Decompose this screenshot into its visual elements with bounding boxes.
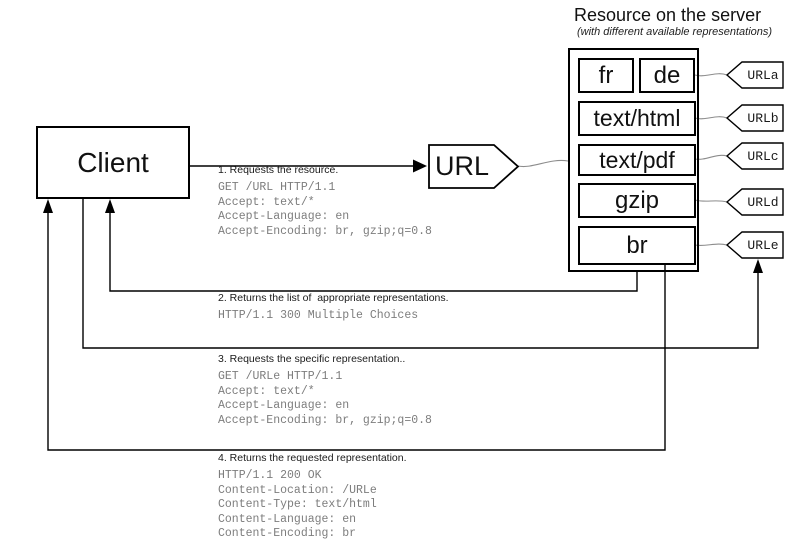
http-request-lines: GET /URLe HTTP/1.1 Accept: text/* Accept… xyxy=(218,370,432,428)
http-line: Accept-Language: en xyxy=(218,399,350,413)
url-node-label: URL xyxy=(434,151,489,181)
http-request-lines: GET /URL HTTP/1.1 Accept: text/* Accept-… xyxy=(218,181,432,239)
connector-gzip-to-urld xyxy=(694,199,728,203)
url-tag-urlb: URLb xyxy=(747,110,779,126)
message-block-3: 3. Requests the specific representation.… xyxy=(218,352,432,428)
url-tag-urlc: URLc xyxy=(747,148,779,164)
representation-box-de: de xyxy=(639,58,695,93)
http-line: Accept-Encoding: br, gzip;q=0.8 xyxy=(218,224,432,238)
message-heading: 2. Returns the list of appropriate repre… xyxy=(218,292,449,304)
representation-box-text-html: text/html xyxy=(578,101,696,136)
url-tag-urle: URLe xyxy=(747,237,779,253)
http-line: Accept-Language: en xyxy=(218,210,350,224)
representation-label: text/pdf xyxy=(599,146,675,173)
http-line: Accept: text/* xyxy=(218,384,315,398)
representation-label: br xyxy=(626,231,648,259)
url-tag-urld: URLd xyxy=(747,194,779,210)
client-box: Client xyxy=(36,126,190,199)
connector-html-to-urlb xyxy=(694,116,728,120)
urle-tag-shape xyxy=(725,231,784,259)
representation-label: text/html xyxy=(593,105,681,131)
url-pentagon-shape xyxy=(428,144,520,189)
representation-box-text-pdf: text/pdf xyxy=(578,144,696,176)
http-line: Content-Language: en xyxy=(218,512,357,526)
urld-tag-shape xyxy=(725,188,784,216)
message-block-1: 1. Requests the resource. GET /URL HTTP/… xyxy=(218,163,432,239)
representation-box-fr: fr xyxy=(578,58,634,93)
urlc-tag-shape xyxy=(725,142,784,170)
server-title: Resource on the server xyxy=(574,5,762,25)
connector-url-to-server xyxy=(517,159,569,168)
flow-arrow-request-resource xyxy=(190,159,427,173)
message-heading: 3. Requests the specific representation.… xyxy=(218,353,406,365)
representation-label: fr xyxy=(598,61,614,89)
urlb-tag-shape xyxy=(725,104,784,132)
http-line: GET /URL HTTP/1.1 xyxy=(218,181,336,194)
http-line: Content-Type: text/html xyxy=(218,498,377,512)
message-heading: 1. Requests the resource. xyxy=(218,164,339,176)
client-label: Client xyxy=(77,146,149,178)
http-line: HTTP/1.1 200 OK xyxy=(218,469,322,482)
connector-br-to-urle xyxy=(694,243,728,247)
flow-arrow-returns-list xyxy=(105,199,638,292)
representation-label: gzip xyxy=(614,186,660,214)
connector-de-to-urla xyxy=(694,73,728,77)
http-line: Content-Location: /URLe xyxy=(218,483,377,497)
http-line: Accept-Encoding: br, gzip;q=0.8 xyxy=(218,413,432,427)
message-block-2: 2. Returns the list of appropriate repre… xyxy=(218,291,449,324)
representation-box-gzip: gzip xyxy=(578,183,696,218)
server-box xyxy=(568,48,699,272)
flow-arrow-returns-representation xyxy=(43,199,666,451)
message-block-4: 4. Returns the requested representation.… xyxy=(218,451,407,542)
url-tag-urla: URLa xyxy=(747,67,779,83)
urla-tag-shape xyxy=(725,61,784,89)
connector-pdf-to-urlc xyxy=(694,154,728,160)
http-line: HTTP/1.1 300 Multiple Choices xyxy=(218,309,419,322)
http-line: Accept: text/* xyxy=(218,195,315,209)
http-response-lines: HTTP/1.1 300 Multiple Choices xyxy=(218,309,449,324)
http-response-lines: HTTP/1.1 200 OK Content-Location: /URLe … xyxy=(218,469,407,542)
flow-arrow-request-specific xyxy=(82,199,763,349)
message-heading: 4. Returns the requested representation. xyxy=(218,452,407,464)
http-line: Content-Encoding: br xyxy=(218,527,357,541)
http-line: GET /URLe HTTP/1.1 xyxy=(218,370,343,383)
representation-label: de xyxy=(653,61,681,89)
representation-box-br: br xyxy=(578,226,696,265)
server-subtitle: (with different available representation… xyxy=(577,26,773,38)
